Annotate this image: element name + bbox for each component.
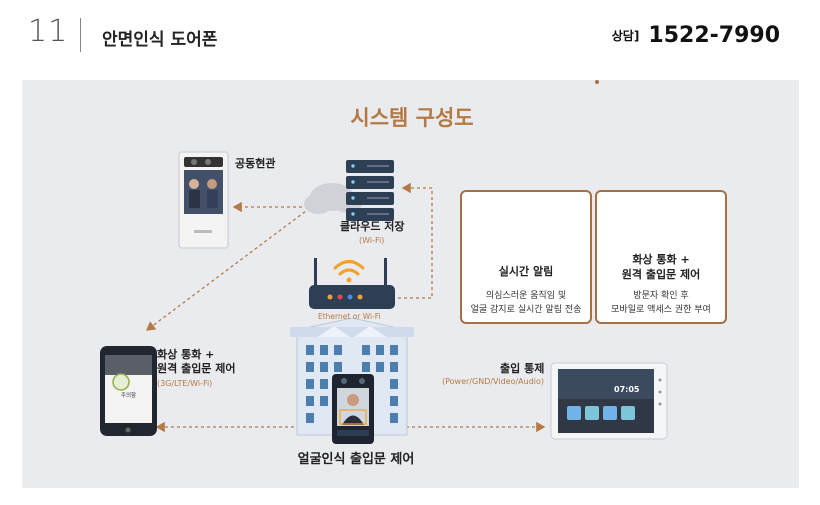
cloud-storage-sub: (Wi-Fi) — [359, 236, 385, 245]
mobile-label: 화상 통화 + 원격 출입문 제어 — [157, 348, 236, 376]
page-header: 11 안면인식 도어폰 상담] 1522-7990 — [0, 0, 820, 78]
cloud-storage-label: 클라우드 저장 — [340, 220, 405, 233]
remote-card-desc-line1: 방문자 확인 후 — [633, 291, 689, 301]
mobile-sub: (3G/LTE/Wi-Fi) — [157, 379, 213, 388]
diagram-title: 시스템 구성도 — [350, 106, 474, 130]
contact-phone[interactable]: 1522-7990 — [648, 23, 780, 48]
system-diagram-panel: 시스템 구성도 공동현관 클라우드 저장 (Wi-Fi) Ethernet or… — [22, 80, 799, 488]
remote-card-title: 화상 통화 + 원격 출입문 제어 — [597, 252, 725, 282]
remote-card-desc-line2: 모바일로 액세스 권한 부여 — [611, 305, 711, 315]
indoor-monitor-device — [550, 362, 668, 440]
router-device — [309, 258, 395, 309]
face-recognition-label: 얼굴인식 출입문 제어 — [297, 452, 415, 467]
alert-card-desc-line1: 의심스러운 움직임 및 — [485, 291, 567, 301]
page-title: 안면인식 도어폰 — [102, 30, 218, 50]
header-divider — [80, 18, 81, 52]
mobile-label-line2: 원격 출입문 제어 — [157, 362, 236, 375]
realtime-alert-card: 실시간 알림 의심스러운 움직임 및 얼굴 감지로 실시간 알림 전송 — [460, 190, 592, 324]
router-label: Ethernet or Wi-Fi — [318, 312, 381, 321]
access-control-label: 출입 통제 — [500, 362, 545, 375]
router-to-cloud-line — [398, 182, 433, 299]
remote-card-title-line2: 원격 출입문 제어 — [621, 268, 701, 281]
alert-card-desc: 의심스러운 움직임 및 얼굴 감지로 실시간 알림 전송 — [462, 289, 590, 317]
mobile-phone-device — [100, 346, 157, 436]
contact-label: 상담] — [611, 29, 640, 43]
remote-card-desc: 방문자 확인 후 모바일로 액세스 권한 부여 — [597, 289, 725, 317]
connector-lines — [145, 182, 546, 433]
remote-control-card-placeholder — [595, 80, 599, 84]
contact-info: 상담] 1522-7990 — [612, 23, 780, 48]
alert-card-desc-line2: 얼굴 감지로 실시간 알림 전송 — [470, 305, 582, 315]
cloud-to-mobile-line — [145, 207, 311, 331]
entrance-label: 공동현관 — [235, 157, 276, 170]
mobile-screen-text: 주의함 — [120, 393, 137, 399]
mobile-label-line1: 화상 통화 + — [157, 348, 215, 361]
face-recognition-terminal — [332, 374, 374, 444]
page-number: 11 — [28, 14, 69, 49]
access-control-sub: (Power/GND/Video/Audio) — [442, 377, 545, 386]
monitor-time: 07:05 — [614, 385, 640, 394]
alert-card-title: 실시간 알림 — [498, 265, 554, 278]
wifi-icon — [333, 260, 365, 283]
cloud-server-icon — [304, 160, 394, 221]
entrance-intercom-device — [178, 151, 229, 249]
remote-control-card: 화상 통화 + 원격 출입문 제어 방문자 확인 후 모바일로 액세스 권한 부… — [595, 190, 727, 324]
remote-card-title-line1: 화상 통화 + — [632, 253, 690, 266]
